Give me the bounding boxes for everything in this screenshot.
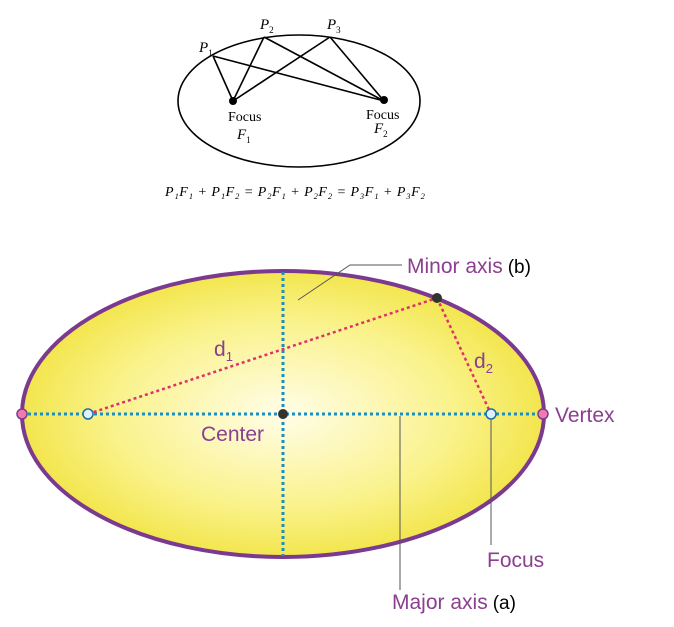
focus-label: Focus: [487, 549, 544, 572]
f2-label: F2: [373, 121, 388, 139]
p1-label: P1: [198, 40, 213, 58]
center-label: Center: [201, 423, 264, 446]
minor-axis-label: Minor axis(b): [407, 255, 531, 278]
equation: P₁F₁ + P₁F₂ = P₂F₁ + P₂F₂ = P₃F₁ + P₃F₂: [164, 185, 425, 200]
p3-label: P3: [326, 17, 341, 35]
top-ellipse-diagram: P1 P2 P3 F1 F2 Focus Focus P₁F₁ + P₁F₂ =…: [164, 17, 425, 200]
top-ellipse: [177, 34, 421, 168]
center-dot: [278, 409, 288, 419]
left-vertex-dot: [16, 408, 28, 420]
ellipse-point-dot: [432, 293, 442, 303]
d1-label: d1: [214, 338, 233, 364]
right-vertex-dot: [537, 408, 549, 420]
bottom-ellipse-diagram: Minor axis(b) Major axis(a) Center Verte…: [16, 255, 615, 614]
leader-lines: [297, 264, 492, 590]
d2-label: d2: [474, 350, 493, 376]
d1-line: [87, 296, 438, 416]
focus-f1-dot: [229, 97, 237, 105]
focus-f2-dot: [380, 96, 388, 104]
vertex-label: Vertex: [555, 404, 615, 427]
p2-label: P2: [259, 17, 274, 35]
focus1-text: Focus: [228, 110, 261, 125]
left-focus-dot: [82, 408, 94, 420]
f1-label: F1: [236, 127, 251, 145]
distance-lines: [212, 36, 385, 102]
major-axis-label: Major axis(a): [392, 591, 516, 614]
right-focus-dot: [485, 408, 497, 420]
focus2-text: Focus: [366, 108, 399, 123]
